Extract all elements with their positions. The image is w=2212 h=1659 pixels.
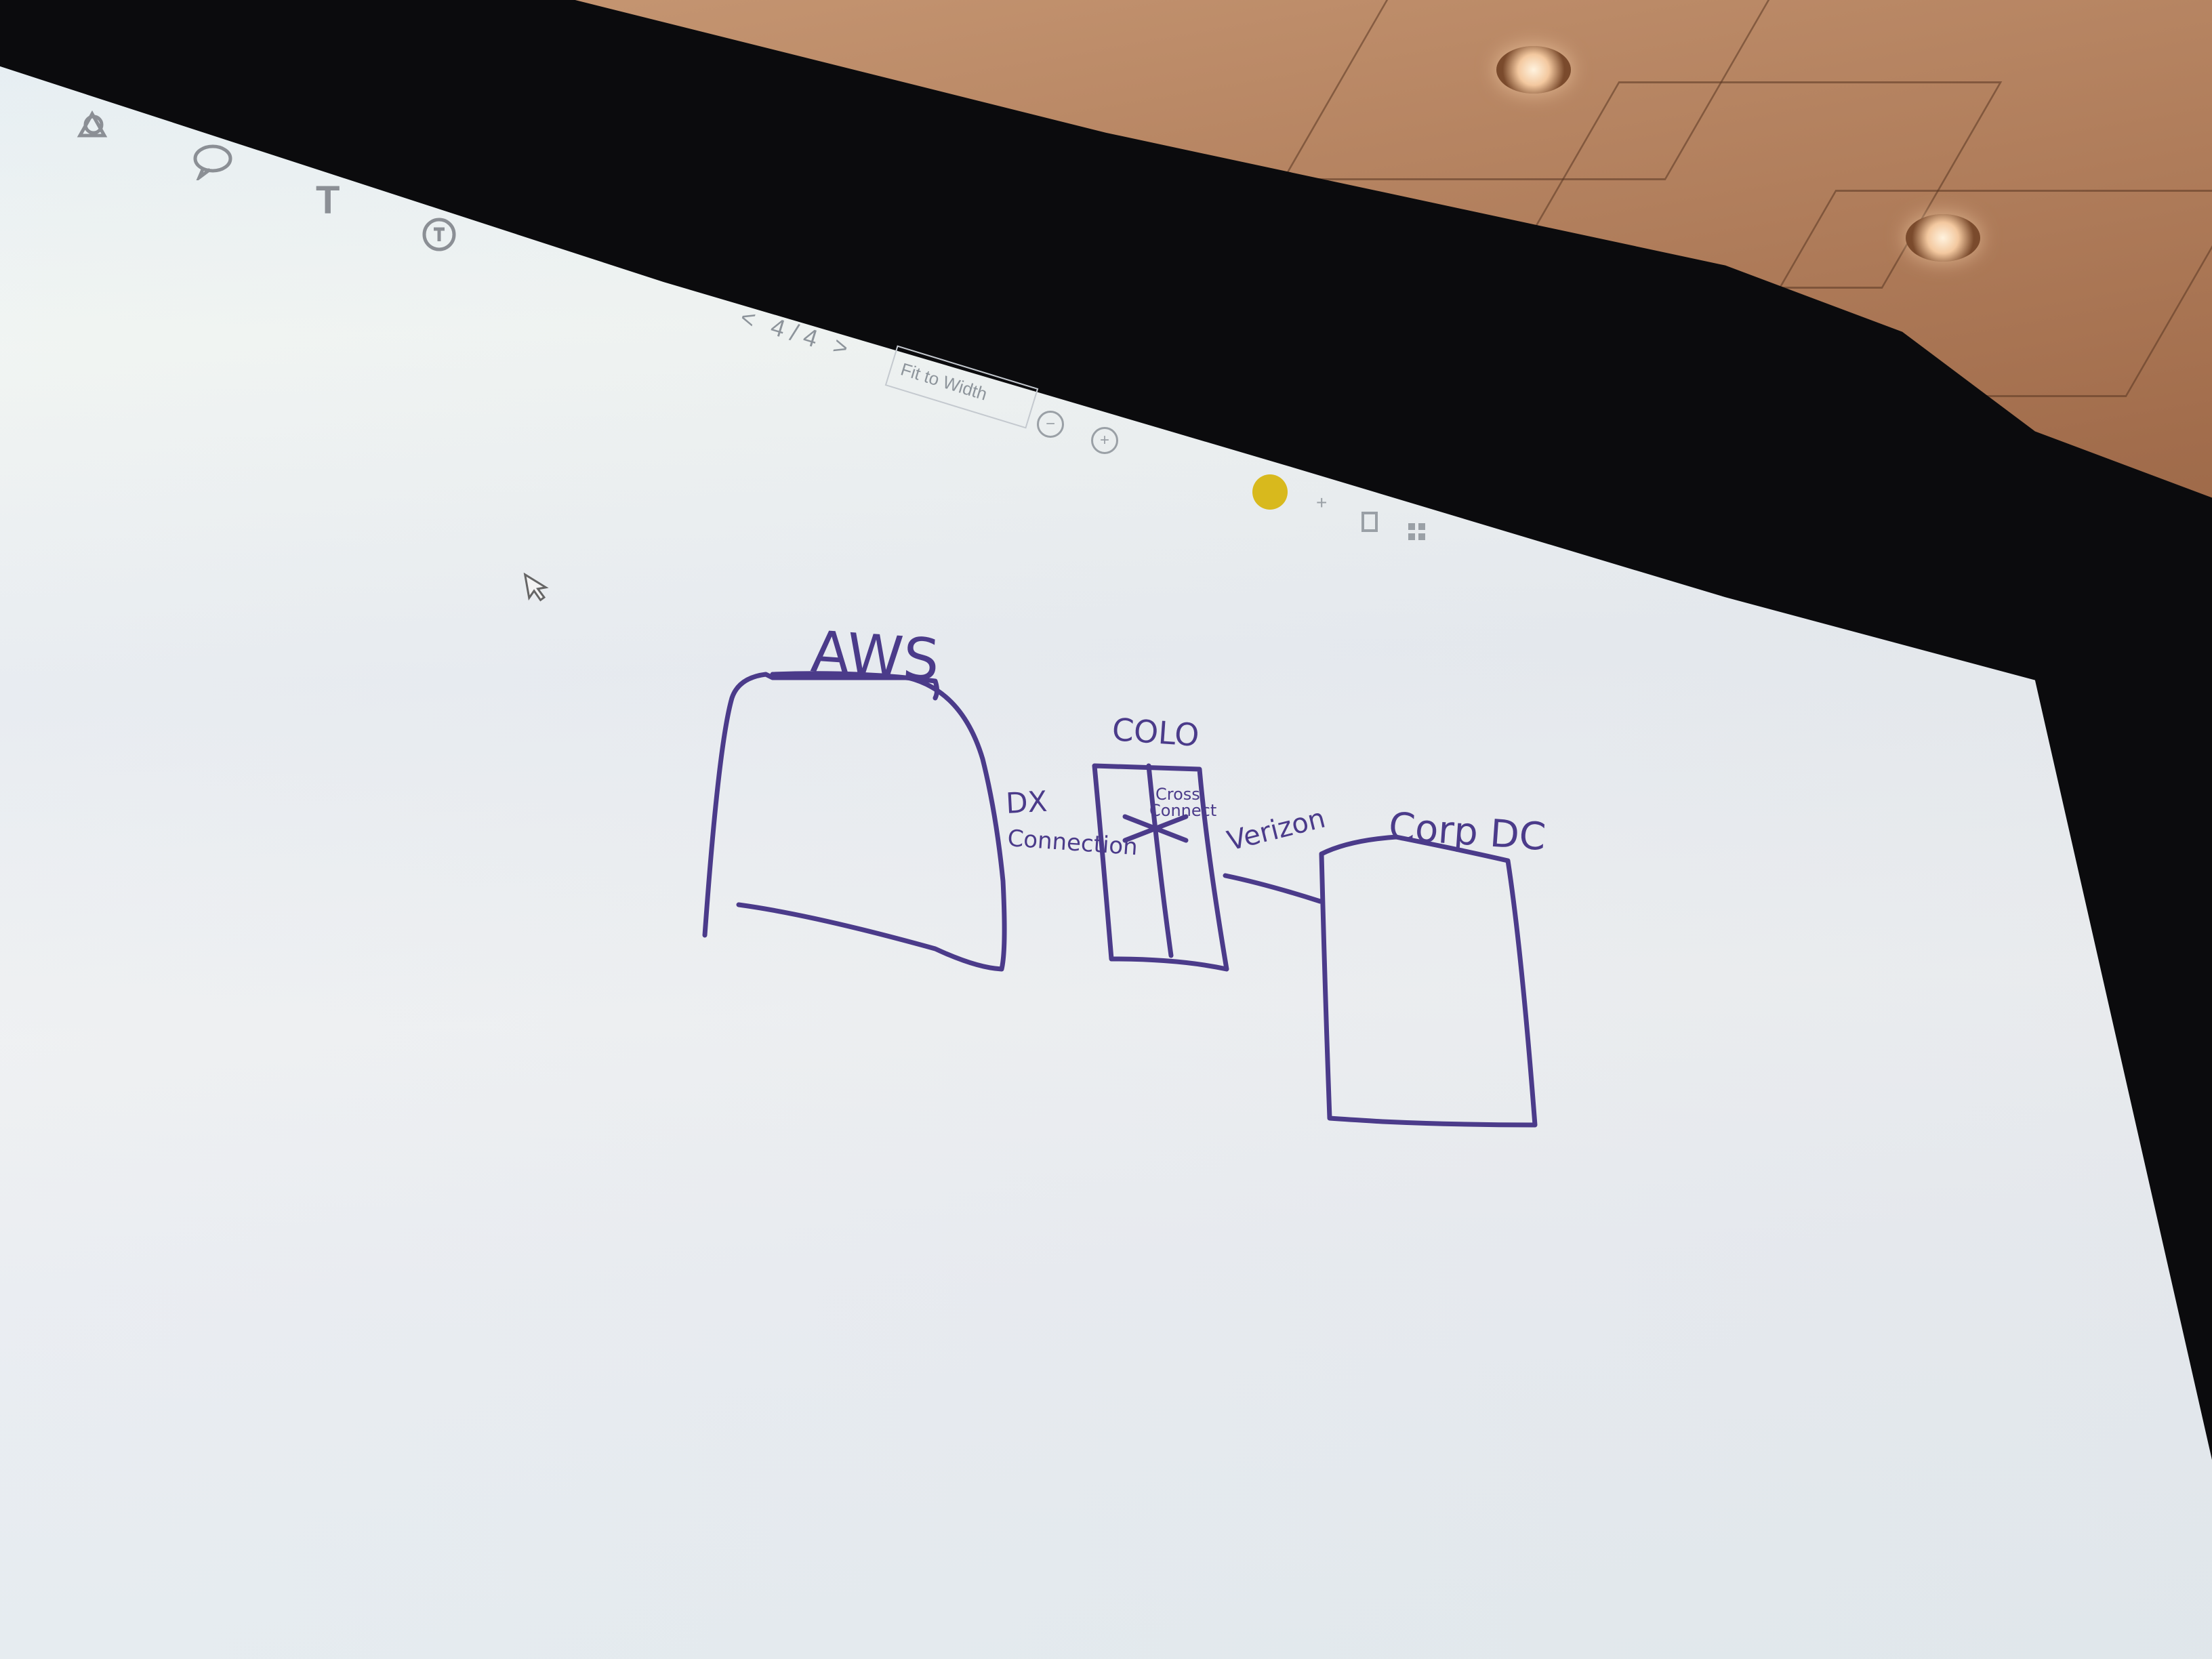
dx-sub-label: Connection: [1006, 825, 1139, 861]
colo-label: COLO: [1111, 711, 1200, 754]
ceiling-light: [1906, 214, 1980, 262]
cross-connect-sub-label: Connect: [1149, 801, 1216, 820]
dx-label: DX: [1005, 785, 1048, 820]
colo-box: [1092, 763, 1229, 972]
carrier-label: Verizon: [1224, 802, 1328, 857]
aws-underline: [770, 671, 939, 701]
ceiling-light: [1496, 46, 1571, 94]
corp-dc-label: Corp DC: [1387, 804, 1547, 859]
aws-box: [702, 672, 1007, 972]
clipboard-icon[interactable]: [1361, 510, 1378, 537]
grid-view-icon[interactable]: [1407, 522, 1427, 547]
zoom-in-button[interactable]: +: [1091, 427, 1118, 454]
stamp-icon[interactable]: [420, 216, 458, 253]
mouse-cursor-icon: [523, 569, 552, 611]
shapes-icon[interactable]: [73, 108, 111, 142]
cross-connect-mark: [1122, 814, 1189, 843]
text-tool-icon[interactable]: T: [316, 178, 340, 222]
pointer-highlight: [1252, 474, 1288, 510]
cross-connect-label: Cross: [1155, 785, 1200, 804]
add-button[interactable]: +: [1316, 492, 1328, 513]
zoom-out-button[interactable]: −: [1037, 411, 1064, 438]
colo-divider: [1146, 763, 1174, 958]
aws-label: AWS: [809, 618, 942, 693]
corp-dc-box: [1319, 834, 1538, 1128]
comment-icon[interactable]: [191, 142, 234, 180]
verizon-link: [1223, 873, 1323, 904]
